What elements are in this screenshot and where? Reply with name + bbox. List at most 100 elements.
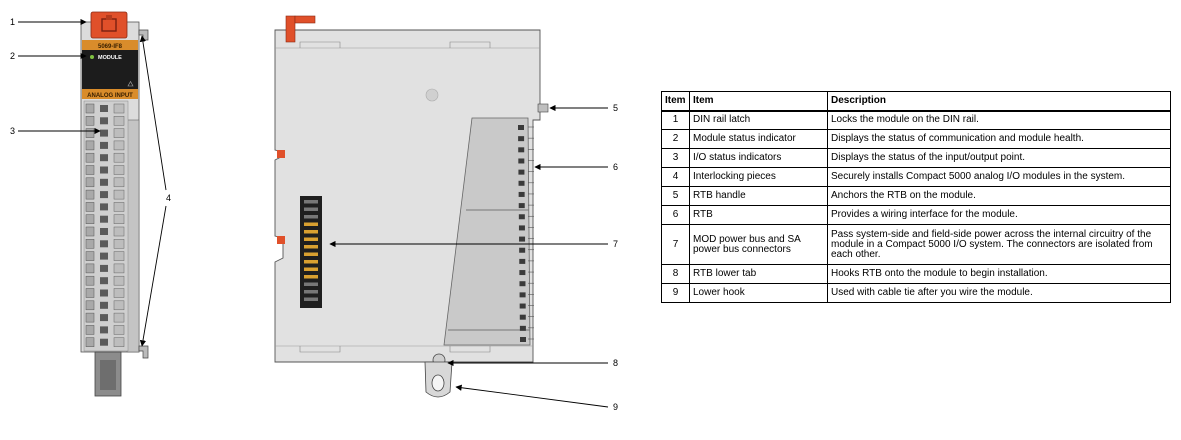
legend-item-number: 9	[661, 283, 690, 303]
legend-item-name: DIN rail latch	[689, 110, 828, 130]
terminal-screw	[100, 154, 108, 162]
side-latch	[285, 15, 296, 43]
terminal-slot	[85, 140, 95, 151]
terminal-clamp	[113, 239, 125, 249]
terminal-slot	[85, 312, 95, 323]
connector-pin	[304, 207, 318, 211]
legend-item-description: Displays the status of the input/output …	[827, 148, 1171, 168]
side-tab-lower	[277, 236, 285, 244]
rtb-tooth	[519, 247, 526, 253]
terminal-slot	[85, 288, 95, 298]
header-description: Description	[827, 91, 1171, 111]
terminal-screw	[100, 191, 108, 199]
callout-6: 6	[613, 162, 618, 172]
rtb-tooth	[519, 281, 526, 287]
terminal-clamp	[113, 177, 125, 188]
lower-hook	[424, 361, 453, 398]
terminal-screw	[100, 105, 108, 112]
rtb-tooth	[518, 203, 525, 209]
rtb-tooth	[518, 169, 525, 175]
module-status-led	[90, 55, 94, 59]
legend-item-name: RTB handle	[689, 186, 828, 206]
terminal-screw	[100, 178, 108, 186]
rtb-tooth	[518, 180, 525, 186]
header-item-name: Item	[689, 91, 828, 111]
terminal-screw	[100, 141, 108, 149]
callout-1: 1	[10, 17, 15, 27]
terminal-screw	[100, 166, 108, 174]
legend-item-name: I/O status indicators	[689, 148, 828, 168]
terminal-slot	[85, 275, 95, 286]
front-view: 5069-IF8 MODULE ANALOG INPUT	[80, 11, 149, 397]
legend-item-description: Used with cable tie after you wire the m…	[827, 283, 1171, 303]
legend-item-number: 1	[661, 110, 690, 130]
legend-item-description: Securely installs Compact 5000 analog I/…	[827, 167, 1171, 187]
legend-item-description: Anchors the RTB on the module.	[827, 186, 1171, 206]
terminal-slot	[85, 202, 95, 212]
terminal-slot	[85, 325, 95, 335]
terminal-screw	[100, 277, 108, 285]
legend-item-name: MOD power bus and SA power bus connector…	[689, 224, 828, 265]
connector-pin	[304, 215, 318, 219]
terminal-clamp	[113, 165, 125, 175]
callout-lines	[18, 18, 609, 408]
terminal-slot	[85, 177, 95, 188]
terminal-clamp	[113, 288, 125, 298]
legend-item-number: 3	[661, 148, 690, 168]
terminal-clamp	[113, 103, 125, 114]
connector-pin	[304, 267, 318, 271]
terminal-screw	[100, 289, 108, 297]
rtb-tooth	[518, 225, 525, 231]
connector-pin	[304, 245, 318, 249]
callout-5: 5	[613, 103, 618, 113]
module-type-label: ANALOG INPUT	[87, 93, 133, 99]
rtb-tooth	[518, 125, 524, 130]
connector-pin	[304, 282, 318, 286]
interlock-hook-top	[138, 29, 149, 41]
terminal-screw	[100, 314, 108, 322]
interlock-hook-bottom	[138, 345, 149, 359]
din-rail-latch	[90, 11, 128, 39]
legend-header-row: Item Item Description	[661, 91, 1171, 111]
side-tab-upper	[277, 150, 285, 158]
module-status-label: MODULE	[98, 55, 122, 61]
callout-numbers: 1 2 3 4 5 6 7 8 9	[10, 17, 618, 412]
terminal-slot	[85, 103, 95, 114]
connector-pin	[304, 200, 318, 204]
terminal-slot	[85, 263, 95, 274]
terminal-screw	[100, 117, 108, 125]
callout-3: 3	[10, 126, 15, 136]
terminal-screw	[100, 338, 108, 346]
legend-item-number: 7	[661, 224, 690, 265]
terminal-screw	[100, 301, 108, 309]
terminal-screw	[100, 240, 108, 248]
terminal-clamp	[113, 337, 125, 347]
rtb-terminals-front	[85, 103, 125, 347]
terminal-screw	[100, 326, 108, 334]
terminal-slot	[85, 226, 95, 237]
terminal-slot	[85, 152, 95, 163]
rtb-side	[443, 117, 534, 346]
terminal-clamp	[113, 128, 125, 138]
terminal-clamp	[113, 325, 125, 335]
power-bus-connectors	[300, 196, 322, 308]
connector-pin	[304, 297, 318, 301]
legend-item-name: Module status indicator	[689, 129, 828, 149]
terminal-clamp	[113, 202, 125, 212]
terminal-screw	[100, 252, 108, 260]
terminal-clamp	[113, 152, 125, 163]
terminal-slot	[85, 165, 95, 175]
connector-pin	[304, 237, 318, 241]
terminal-screw	[100, 228, 108, 235]
terminal-slot	[85, 116, 95, 126]
rtb-tooth	[518, 136, 525, 142]
legend-item-number: 5	[661, 186, 690, 206]
legend-item-name: RTB	[689, 205, 828, 225]
rtb-tooth	[519, 236, 526, 242]
